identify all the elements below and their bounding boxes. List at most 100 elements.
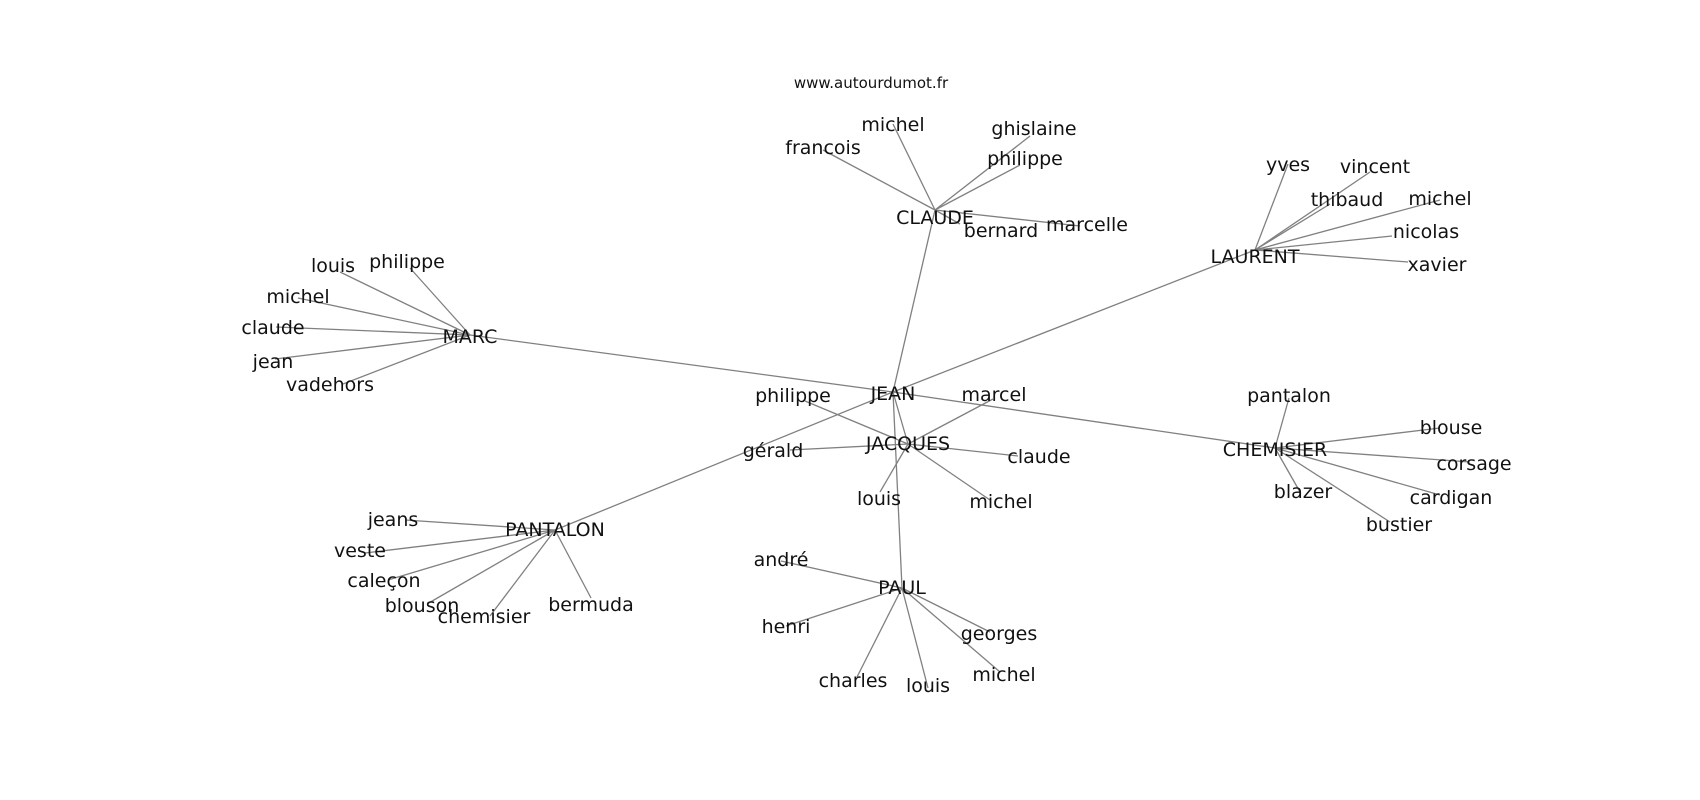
- source-url-label: www.autourdumot.fr: [794, 74, 949, 92]
- edge-pantalon_hub-p_veste: [364, 529, 556, 554]
- edge-pantalon_hub-p_chemisier: [489, 529, 556, 617]
- node-label-j-michel: michel: [969, 491, 1032, 513]
- edge-marc-m_jean: [274, 334, 471, 360]
- hub-label-claude-hub: CLAUDE: [896, 207, 974, 229]
- node-label-c-philippe: philippe: [987, 148, 1063, 170]
- edge-jean-marc: [469, 334, 894, 393]
- edge-paul-pa_andre: [780, 560, 903, 589]
- node-label-m-jean: jean: [252, 351, 294, 373]
- edge-laurent-l_xavier: [1254, 249, 1409, 263]
- node-label-ch-blouse: blouse: [1420, 417, 1483, 439]
- node-label-ch-bustier: bustier: [1366, 514, 1432, 536]
- edge-jacques-j_louis: [879, 443, 909, 493]
- edge-jean-claude_hub: [892, 209, 936, 393]
- edge-laurent-l_nicolas: [1254, 235, 1393, 251]
- node-label-p-blouson: blouson: [385, 595, 460, 617]
- node-label-pa-louis: louis: [906, 675, 950, 697]
- node-label-pa-henri: henri: [762, 616, 811, 638]
- hub-label-marc: MARC: [443, 326, 498, 348]
- edge-jean-jacques: [892, 391, 909, 445]
- node-label-c-ghislaine: ghislaine: [991, 118, 1076, 140]
- node-label-c-francois: francois: [785, 137, 860, 159]
- node-label-l-xavier: xavier: [1408, 254, 1467, 276]
- node-label-ch-corsage: corsage: [1436, 453, 1511, 475]
- edge-paul-pa_michel: [901, 587, 1001, 673]
- node-label-p-veste: veste: [334, 540, 386, 562]
- node-label-ch-pantalon: pantalon: [1247, 385, 1331, 407]
- node-label-c-marcelle: marcelle: [1046, 214, 1128, 236]
- edge-claude_hub-c_ghislaine: [934, 135, 1031, 211]
- hub-label-chemisier-hub: CHEMISIER: [1223, 439, 1327, 461]
- edge-jacques-j_marcel: [907, 398, 994, 445]
- node-label-l-vincent: vincent: [1340, 156, 1410, 178]
- edge-marc-m_michel: [297, 297, 471, 336]
- edge-claude_hub-c_philippe: [934, 164, 1021, 211]
- edge-jean-paul: [892, 391, 903, 589]
- hub-label-pantalon-hub: PANTALON: [505, 519, 605, 541]
- edge-marc-m_louis: [339, 271, 471, 336]
- node-label-c-bernard: bernard: [964, 220, 1038, 242]
- edge-paul-pa_georges: [901, 587, 991, 633]
- edge-claude_hub-c_francois: [822, 149, 936, 211]
- node-label-pa-georges: georges: [961, 623, 1038, 645]
- edge-jean-laurent: [892, 249, 1256, 393]
- edge-laurent-l_yves: [1254, 163, 1289, 251]
- edge-chemisier_hub-ch_pantalon: [1274, 397, 1290, 449]
- edge-claude_hub-c_marcelle: [934, 209, 1081, 227]
- graph-edges: [274, 123, 1471, 689]
- node-label-l-yves: yves: [1266, 154, 1310, 176]
- node-label-j-claude: claude: [1007, 446, 1070, 468]
- node-label-m-vadehors: vadehors: [286, 374, 374, 396]
- node-label-l-nicolas: nicolas: [1393, 221, 1459, 243]
- hub-label-laurent: LAURENT: [1211, 246, 1300, 268]
- edge-jacques-j_philippe: [804, 400, 909, 445]
- node-label-m-michel: michel: [266, 286, 329, 308]
- edge-marc-m_vadehors: [342, 334, 471, 385]
- hub-label-jacques: JACQUES: [865, 433, 950, 455]
- edge-jacques-j_gerald: [789, 443, 909, 451]
- edge-paul-pa_charles: [856, 587, 903, 678]
- node-label-m-claude: claude: [241, 317, 304, 339]
- node-label-ch-blazer: blazer: [1274, 481, 1333, 503]
- node-label-p-chemisier: chemisier: [438, 606, 531, 628]
- node-label-pa-charles: charles: [819, 670, 888, 692]
- edge-laurent-l_thibaud: [1254, 203, 1331, 251]
- node-label-l-thibaud: thibaud: [1311, 189, 1384, 211]
- edge-claude_hub-c_bernard: [934, 209, 961, 225]
- edge-jacques-j_claude: [907, 443, 1019, 457]
- node-label-m-philippe: philippe: [369, 251, 445, 273]
- edge-marc-m_claude: [275, 326, 471, 336]
- edge-paul-pa_louis: [901, 587, 929, 689]
- edge-paul-pa_henri: [785, 587, 903, 627]
- edge-chemisier_hub-ch_corsage: [1274, 447, 1471, 463]
- edge-claude_hub-c_michel: [892, 123, 936, 211]
- node-label-j-philippe: philippe: [755, 385, 831, 407]
- edge-chemisier_hub-ch_cardigan: [1274, 447, 1441, 496]
- node-label-ch-cardigan: cardigan: [1410, 487, 1493, 509]
- edge-chemisier_hub-ch_bustier: [1274, 447, 1391, 523]
- edge-chemisier_hub-ch_blouse: [1274, 427, 1441, 449]
- hub-label-paul: PAUL: [878, 577, 926, 599]
- edge-jacques-j_michel: [907, 443, 991, 501]
- node-label-p-calecon: caleçon: [347, 570, 420, 592]
- edge-chemisier_hub-ch_blazer: [1274, 447, 1301, 493]
- edge-pantalon_hub-p_blouson: [426, 529, 556, 605]
- edge-jean-pantalon_hub: [554, 391, 894, 531]
- hub-label-jean: JEAN: [870, 383, 916, 405]
- node-label-c-michel: michel: [861, 114, 924, 136]
- node-label-j-marcel: marcel: [962, 384, 1027, 406]
- edge-pantalon_hub-p_jeans: [404, 519, 556, 531]
- node-label-m-louis: louis: [311, 255, 355, 277]
- node-label-j-gerald: gérald: [743, 440, 804, 462]
- edge-marc-m_philippe: [409, 267, 471, 336]
- node-label-p-bermuda: bermuda: [548, 594, 633, 616]
- edge-laurent-l_michel: [1254, 199, 1441, 251]
- edge-laurent-l_vincent: [1254, 171, 1371, 251]
- node-label-pa-andre: andré: [754, 549, 809, 571]
- edge-pantalon_hub-p_calecon: [387, 529, 556, 581]
- node-label-p-jeans: jeans: [367, 509, 419, 531]
- edge-jean-chemisier_hub: [892, 391, 1276, 449]
- node-label-l-michel: michel: [1408, 188, 1471, 210]
